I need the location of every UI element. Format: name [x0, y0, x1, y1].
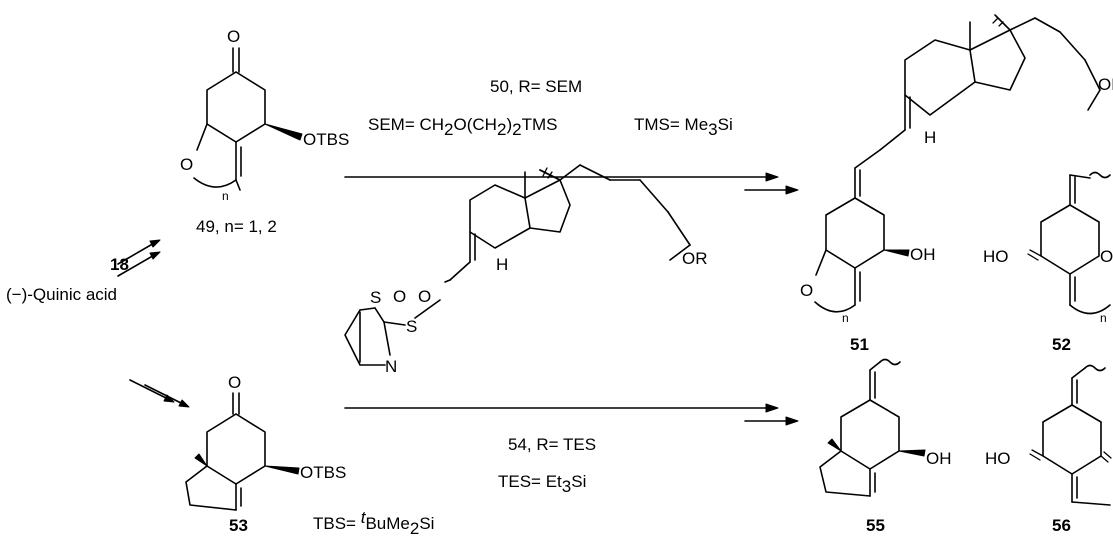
atom-O-51: O	[800, 281, 813, 300]
compound-52-label: 52	[1052, 335, 1071, 354]
reaction-arrow-top	[344, 172, 799, 195]
compound-53-label: 53	[229, 516, 248, 535]
otbs-49: OTBS	[303, 130, 349, 149]
atom-O-49: O	[180, 155, 193, 174]
atom-n-49: n	[222, 189, 229, 203]
sulfone-reagent-structure: H OR O O S S N	[344, 164, 708, 376]
ho-56: HO	[985, 449, 1011, 468]
tes-definition: TES= Et3Si	[498, 472, 586, 496]
compound-55-structure: OH	[819, 358, 952, 497]
atom-n-52: n	[1100, 311, 1107, 325]
atom-O-ketone-49: O	[227, 27, 240, 46]
arrows-to-49	[117, 239, 161, 277]
compound-51-structure: OH H OH O n	[800, 14, 1113, 325]
oh-55: OH	[926, 449, 952, 468]
atom-O-ketone-53: O	[228, 373, 241, 392]
compound-49-structure: O OTBS O n	[180, 27, 349, 203]
compound-49-label: 49, n= 1, 2	[196, 217, 277, 236]
atom-S-sulfonyl: S	[406, 317, 417, 336]
sem-definition: SEM= CH2O(CH2)2TMS	[368, 115, 557, 139]
arrows-to-53	[129, 379, 190, 408]
otbs-53: OTBS	[300, 463, 346, 482]
atom-n-51: n	[842, 311, 849, 325]
oh-sidechain-51: OH	[1098, 75, 1113, 94]
ho-52: HO	[983, 247, 1009, 266]
tms-definition: TMS= Me3Si	[634, 115, 733, 139]
compound-55-label: 55	[866, 516, 885, 535]
atom-N-thiazole: N	[385, 357, 397, 376]
reaction-arrow-bottom	[344, 403, 799, 426]
reagent-50-label: 50, R= SEM	[490, 77, 582, 96]
atom-O-sulfonyl-2: O	[418, 287, 431, 306]
tbs-definition: TBS= tBuMe2Si	[313, 508, 434, 536]
compound-51-label: 51	[850, 335, 869, 354]
compound-56-structure: HO	[985, 364, 1112, 506]
compound-53-structure: O OTBS	[185, 373, 346, 511]
compound-52-structure: HO O n	[983, 171, 1113, 325]
reagent-54-label: 54, R= TES	[508, 435, 596, 454]
oh-51: OH	[910, 245, 936, 264]
quinic-acid-label: (−)-Quinic acid	[6, 285, 117, 304]
or-group: OR	[682, 249, 708, 268]
atom-H-reagent: H	[496, 255, 508, 274]
atom-H-51: H	[924, 128, 936, 147]
atom-O-sulfonyl-1: O	[393, 287, 406, 306]
compound-56-label: 56	[1052, 516, 1071, 535]
atom-O-52: O	[1100, 247, 1113, 266]
atom-S-thiazole: S	[370, 288, 381, 307]
